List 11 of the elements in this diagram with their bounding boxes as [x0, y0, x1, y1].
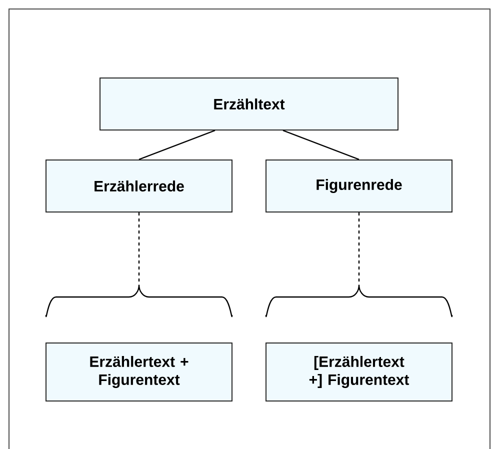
connector-line [138, 212, 140, 285]
text-box: Erzähltext [100, 78, 398, 130]
text-box: Erzählerrede [46, 160, 232, 212]
text-box: Erzählertext + Figurentext [46, 342, 232, 402]
curly-brace [46, 284, 232, 316]
text-box: Figurenrede [266, 160, 452, 212]
text-box: [Erzählertext +] Figurentext [266, 342, 452, 402]
curly-brace [266, 284, 452, 316]
connector-line [282, 130, 360, 160]
connector-line [138, 130, 216, 160]
connector-line [358, 212, 360, 285]
